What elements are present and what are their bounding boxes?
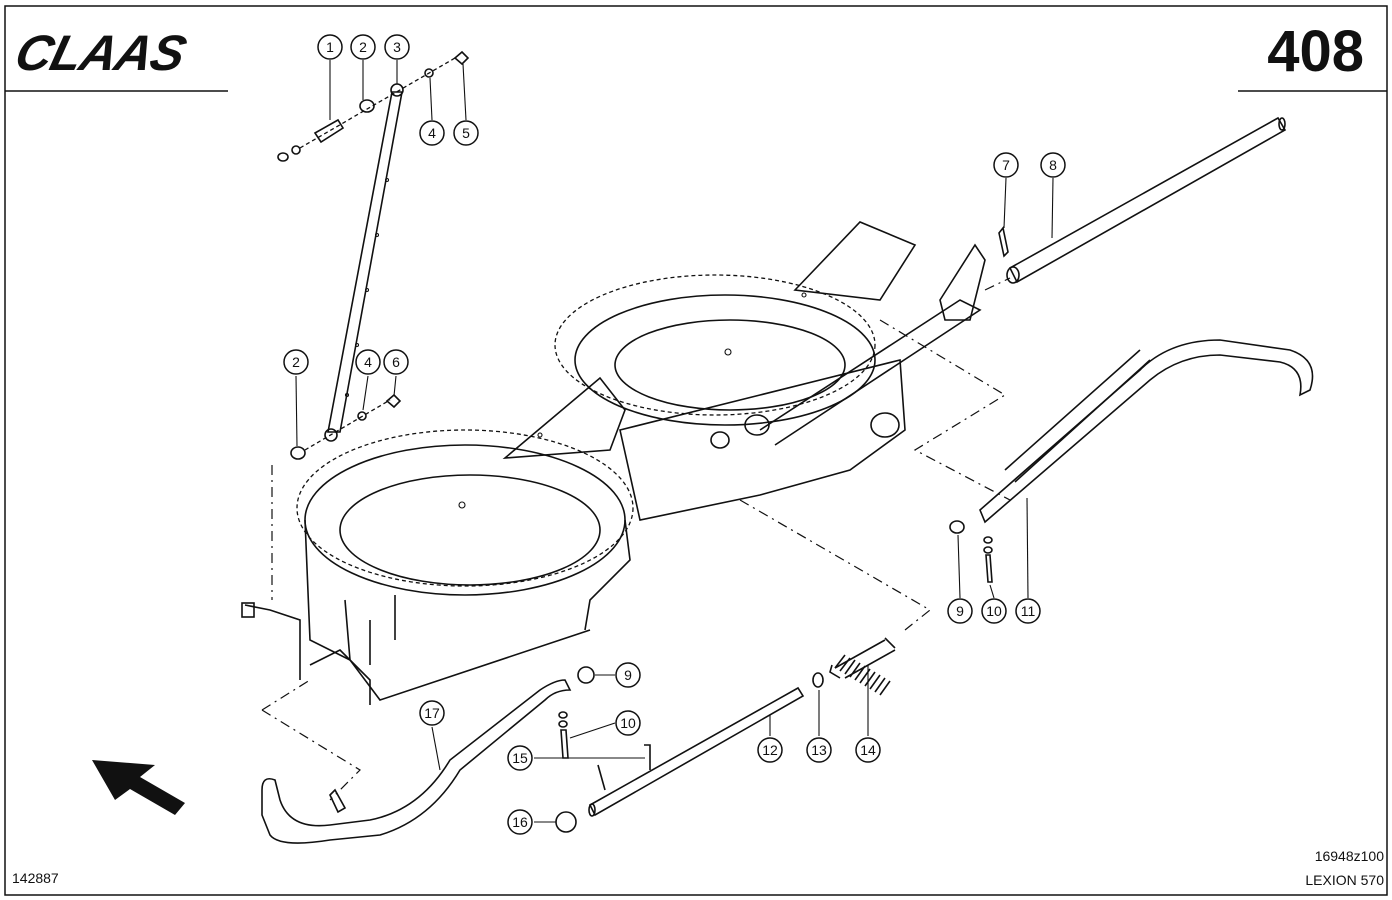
- handle-11: [949, 339, 1314, 583]
- callout-13: 13: [806, 737, 832, 763]
- spreader-housing: [241, 221, 986, 705]
- callout-4b: 4: [355, 349, 381, 375]
- svg-text:11: 11: [1021, 603, 1036, 619]
- callout-4: 4: [419, 120, 445, 146]
- svg-text:6: 6: [392, 354, 400, 370]
- callout-12: 12: [757, 737, 783, 763]
- svg-text:5: 5: [462, 125, 470, 141]
- svg-text:10: 10: [986, 603, 1002, 619]
- svg-text:13: 13: [811, 742, 827, 758]
- callout-1: 1: [317, 34, 343, 60]
- callout-10b: 10: [615, 710, 641, 736]
- lower-hardware: [290, 393, 402, 460]
- svg-text:12: 12: [762, 742, 778, 758]
- callout-15: 15: [507, 745, 533, 771]
- page-number: 408: [1267, 19, 1364, 84]
- svg-text:1: 1: [326, 39, 334, 55]
- svg-text:3: 3: [393, 39, 401, 55]
- callout-5: 5: [453, 120, 479, 146]
- svg-text:2: 2: [359, 39, 367, 55]
- ball-16: [555, 811, 577, 833]
- page-frame: [4, 5, 1388, 896]
- callout-10: 10: [981, 598, 1007, 624]
- callout-11: 11: [1015, 598, 1041, 624]
- svg-text:15: 15: [512, 750, 528, 766]
- svg-text:2: 2: [292, 354, 300, 370]
- callout-3: 3: [384, 34, 410, 60]
- callout-2b: 2: [283, 349, 309, 375]
- callout-9: 9: [947, 598, 973, 624]
- leader-lines: [295, 60, 1054, 823]
- svg-text:7: 7: [1002, 157, 1010, 173]
- callout-9b: 9: [615, 662, 641, 688]
- callout-17: 17: [419, 700, 445, 726]
- callout-2: 2: [350, 34, 376, 60]
- spring-14: [829, 637, 896, 696]
- callout-14: 14: [855, 737, 881, 763]
- ring-13: [812, 672, 824, 688]
- callout-16: 16: [507, 809, 533, 835]
- model-name: LEXION 570: [1305, 872, 1384, 888]
- link-rod: [324, 83, 404, 442]
- drawing-id: 142887: [12, 870, 59, 886]
- svg-text:8: 8: [1049, 157, 1057, 173]
- callout-8: 8: [1040, 152, 1066, 178]
- svg-text:4: 4: [364, 354, 372, 370]
- arrow-up-left-icon: [92, 760, 185, 815]
- svg-text:10: 10: [620, 715, 636, 731]
- svg-text:4: 4: [428, 125, 436, 141]
- svg-text:14: 14: [860, 742, 876, 758]
- top-hardware: [277, 50, 470, 162]
- assembly-lines: [261, 277, 1011, 801]
- svg-text:17: 17: [424, 705, 440, 721]
- lever-17: [261, 666, 595, 844]
- rod-12: [588, 686, 805, 817]
- callout-7: 7: [993, 152, 1019, 178]
- callout-6: 6: [383, 349, 409, 375]
- svg-text:16: 16: [512, 814, 528, 830]
- svg-text:9: 9: [956, 603, 964, 619]
- svg-text:CLAAS: CLAAS: [10, 25, 192, 81]
- tube-8: [998, 116, 1287, 284]
- svg-text:9: 9: [624, 667, 632, 683]
- figure-code: 16948z100: [1314, 848, 1384, 864]
- claas-logo: CLAAS: [10, 25, 192, 81]
